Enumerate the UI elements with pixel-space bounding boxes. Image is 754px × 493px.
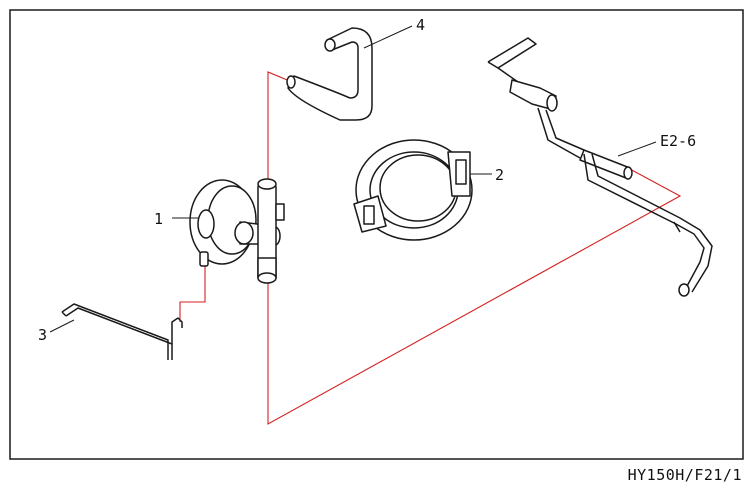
vacuum-valve bbox=[189, 178, 285, 284]
label-part-e2-6: E2-6 bbox=[660, 132, 696, 150]
hook-hose-pipe bbox=[286, 27, 373, 121]
formed-pipe-assembly bbox=[487, 37, 713, 297]
drawing-border bbox=[9, 9, 744, 460]
clamp-ring bbox=[353, 139, 473, 241]
label-part-2: 2 bbox=[495, 166, 504, 184]
hose-routing bbox=[179, 71, 682, 425]
document-code: HY150H/F21/1 bbox=[628, 466, 742, 484]
leader-lines bbox=[49, 25, 657, 333]
label-part-4: 4 bbox=[416, 16, 425, 34]
label-part-3: 3 bbox=[38, 326, 47, 344]
label-part-1: 1 bbox=[154, 210, 163, 228]
bent-rod-bracket bbox=[61, 303, 183, 360]
